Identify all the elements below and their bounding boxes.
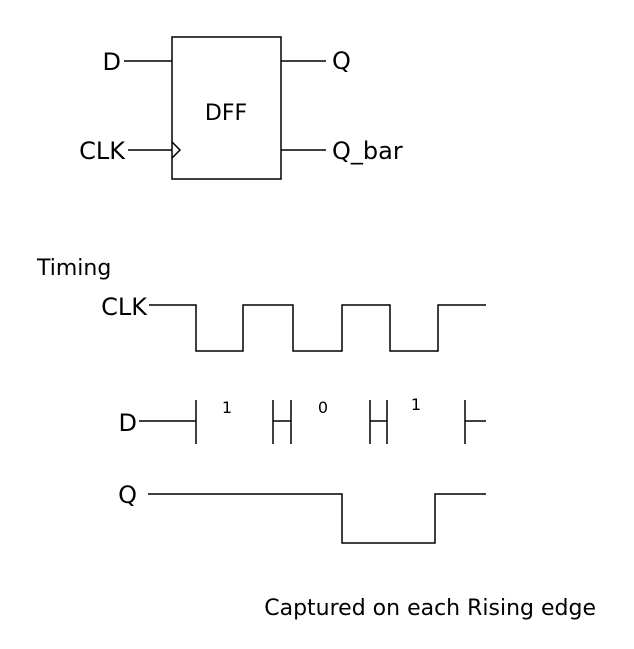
q-waveform [148,493,486,544]
timing-heading: Timing [36,256,111,281]
dff-title: DFF [205,101,247,126]
d-value-label: 1 [222,398,232,417]
q-timing-label: Q [118,481,137,509]
q-timing-row: Q [118,481,486,544]
clk-timing-label: CLK [101,293,148,321]
d-input-label: D [103,48,121,76]
d-timing-label: D [119,409,137,437]
d-value-label: 1 [411,395,421,414]
d-timing-row: D 1 0 1 [119,395,486,444]
d-value-label: 0 [318,398,328,417]
q-bar-output-label: Q_bar [332,137,403,165]
q-output-label: Q [332,47,351,75]
dff-box [171,36,282,180]
clk-input-label: CLK [79,137,126,165]
dff-block: DFF D CLK Q Q_bar [79,36,403,180]
clock-edge-icon [171,141,182,159]
timing-caption: Captured on each Rising edge [264,596,596,621]
clk-waveform [149,304,486,352]
clk-timing-row: CLK [101,293,486,352]
